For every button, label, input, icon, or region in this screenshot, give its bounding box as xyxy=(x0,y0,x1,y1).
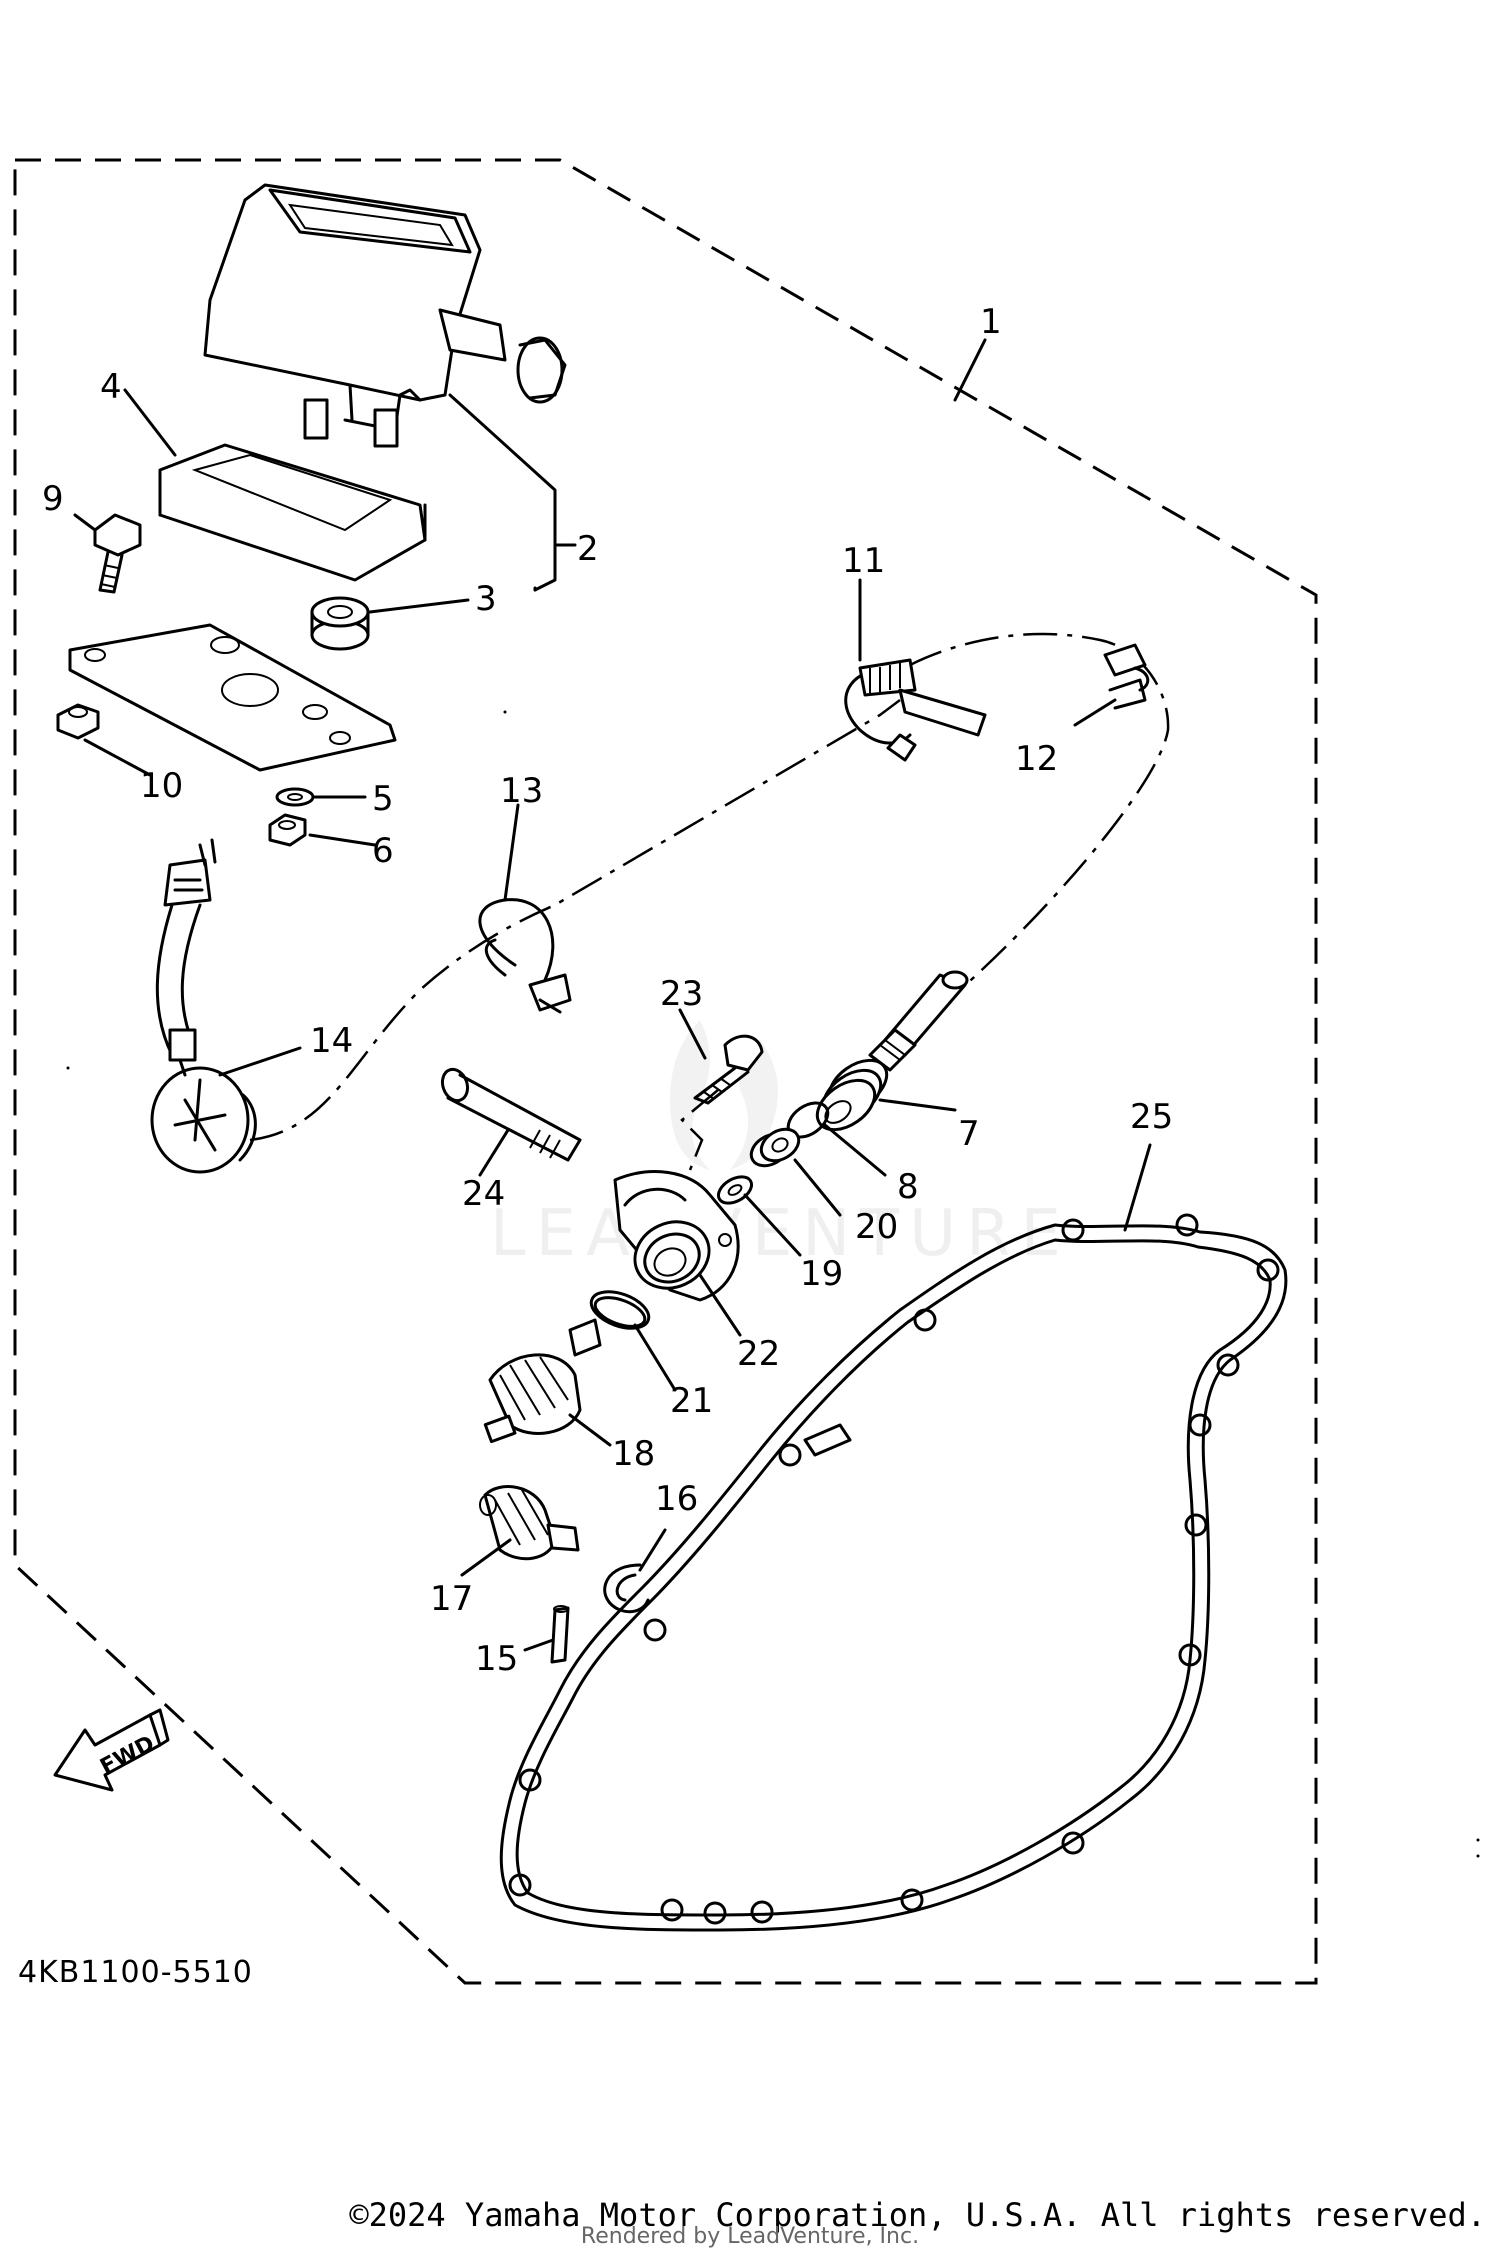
cable-route-3 xyxy=(680,1089,719,1171)
gear-18[interactable] xyxy=(483,1318,602,1444)
drive-shaft-7[interactable] xyxy=(808,970,969,1140)
bolt-24[interactable] xyxy=(438,1066,582,1162)
bearing-20[interactable] xyxy=(746,1123,805,1172)
gear-17[interactable] xyxy=(479,1485,580,1561)
circlip-16[interactable] xyxy=(603,1563,650,1614)
housing-22[interactable] xyxy=(613,1170,740,1302)
callout-12[interactable]: 12 xyxy=(1015,739,1058,779)
clip-12[interactable] xyxy=(1103,643,1150,710)
callout-3[interactable]: 3 xyxy=(475,579,497,619)
nut-6[interactable] xyxy=(268,813,307,847)
callout-8[interactable]: 8 xyxy=(897,1167,919,1207)
band-13[interactable] xyxy=(478,898,572,1014)
callout-20[interactable]: 20 xyxy=(855,1207,898,1247)
callout-2[interactable]: 2 xyxy=(577,529,599,569)
copyright-notice: ©2024 Yamaha Motor Corporation, U.S.A. A… xyxy=(349,2196,1486,2234)
assembly-boundary xyxy=(13,158,1318,1985)
nut-10[interactable] xyxy=(56,703,100,740)
pin-15[interactable] xyxy=(550,1605,570,1664)
callout-13[interactable]: 13 xyxy=(500,771,543,811)
callout-24[interactable]: 24 xyxy=(462,1174,505,1214)
fwd-arrow-icon: FWD xyxy=(53,1708,170,1792)
callout-18[interactable]: 18 xyxy=(612,1434,655,1474)
callout-7[interactable]: 7 xyxy=(958,1114,980,1154)
diagram-code: 4KB1100-5510 xyxy=(18,1955,253,1990)
callout-19[interactable]: 19 xyxy=(800,1254,843,1294)
callout-4[interactable]: 4 xyxy=(100,367,122,407)
cable-route-2 xyxy=(909,632,1170,991)
callout-11[interactable]: 11 xyxy=(842,541,885,581)
callout-10[interactable]: 10 xyxy=(140,766,183,806)
grommet[interactable] xyxy=(310,596,370,651)
o-ring-21[interactable] xyxy=(586,1285,653,1336)
washer-5[interactable] xyxy=(275,787,315,807)
callout-25[interactable]: 25 xyxy=(1130,1097,1173,1137)
cable-route xyxy=(249,699,901,1142)
meter-cable[interactable] xyxy=(150,838,257,1174)
callout-labels: 1 2 3 4 5 6 7 8 9 10 11 12 13 14 15 16 1… xyxy=(18,302,1173,1990)
callout-15[interactable]: 15 xyxy=(475,1639,518,1679)
callout-16[interactable]: 16 xyxy=(655,1479,698,1519)
callout-6[interactable]: 6 xyxy=(372,831,394,871)
callout-17[interactable]: 17 xyxy=(430,1579,473,1619)
speedometer-unit[interactable] xyxy=(203,183,567,448)
washer-19[interactable] xyxy=(714,1171,756,1208)
callout-21[interactable]: 21 xyxy=(670,1381,713,1421)
leader-lines xyxy=(73,338,1152,1652)
bracket-plate[interactable] xyxy=(68,623,397,772)
render-credit: Rendered by LeadVenture, Inc. xyxy=(580,2224,920,2249)
bolt-23[interactable] xyxy=(693,1034,764,1105)
callout-5[interactable]: 5 xyxy=(372,779,394,819)
gasket-25[interactable] xyxy=(499,1213,1288,1932)
dot-mark xyxy=(503,710,507,714)
dot-mark xyxy=(66,1066,70,1070)
dot-mark xyxy=(1476,1838,1480,1842)
clamp-11[interactable] xyxy=(844,658,987,762)
watermark-text: LEADVENTURE xyxy=(490,1197,1071,1271)
callout-9[interactable]: 9 xyxy=(42,479,64,519)
callout-14[interactable]: 14 xyxy=(310,1021,353,1061)
callout-1[interactable]: 1 xyxy=(980,302,1002,342)
cushion-plate[interactable] xyxy=(158,443,427,582)
bolt-9[interactable] xyxy=(93,513,142,594)
callout-22[interactable]: 22 xyxy=(737,1334,780,1374)
dot-mark xyxy=(1476,1854,1480,1858)
callout-23[interactable]: 23 xyxy=(660,974,703,1014)
